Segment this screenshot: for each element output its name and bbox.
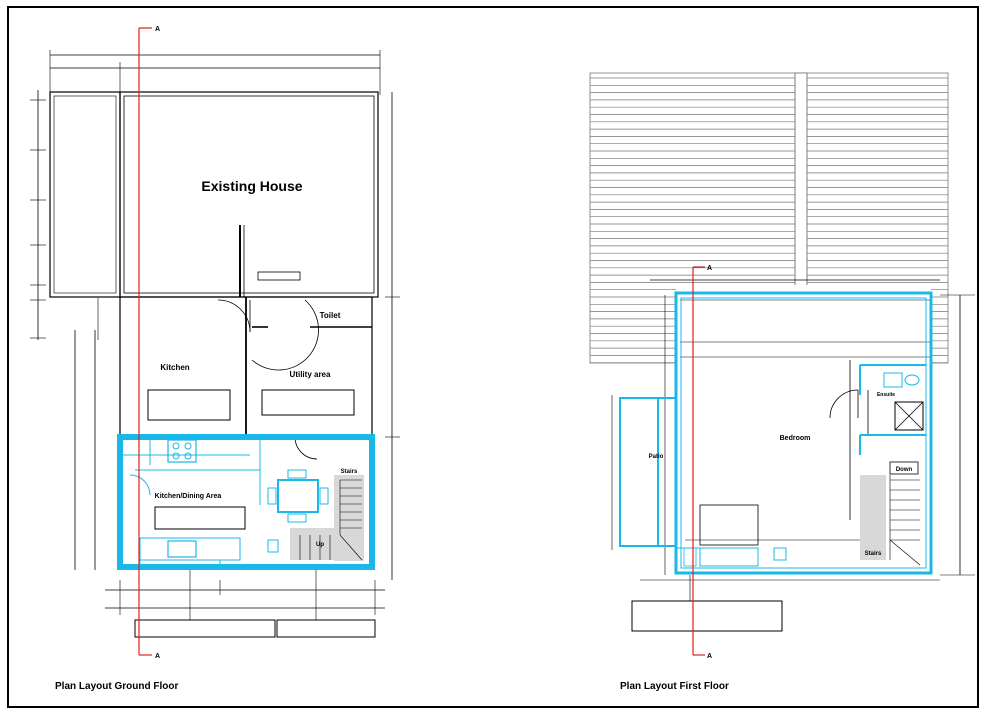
room-label-patio: Patio	[649, 454, 664, 460]
ground-floor-labels: Existing House Kitchen Utility area Toil…	[55, 178, 358, 692]
ground-floor-section-line: A A	[138, 26, 160, 660]
room-label-down: Down	[896, 467, 913, 473]
room-label-utility: Utility area	[290, 370, 331, 379]
sheet-border	[7, 6, 979, 708]
room-label-gf-stairs: Stairs	[341, 469, 358, 475]
room-label-bedroom: Bedroom	[780, 435, 811, 442]
first-floor-labels: Bedroom Patio Down Stairs Ensuite Plan L…	[620, 392, 912, 692]
section-marker-top: A	[155, 26, 160, 33]
ground-floor-plan	[30, 50, 400, 638]
room-label-kitchen: Kitchen	[160, 363, 189, 372]
first-floor-title: Plan Layout First Floor	[620, 681, 729, 692]
section-marker-bottom: A	[155, 653, 160, 660]
first-floor-section-line: A A	[692, 265, 712, 660]
room-label-kitchen-dining: Kitchen/Dining Area	[155, 493, 222, 500]
first-floor-plan	[611, 279, 975, 632]
ground-floor-stairs	[290, 475, 364, 561]
first-floor-walls	[619, 291, 933, 575]
ff-section-marker-bottom: A	[707, 653, 712, 660]
first-floor-stairs	[860, 461, 921, 566]
room-label-ensuite: Ensuite	[877, 392, 895, 398]
ground-floor-extension	[117, 434, 375, 570]
ff-section-marker-top: A	[707, 265, 712, 272]
room-label-ff-stairs: Stairs	[865, 551, 882, 557]
room-label-existing-house: Existing House	[201, 178, 302, 194]
room-label-gf-up: Up	[316, 542, 324, 548]
ground-floor-title: Plan Layout Ground Floor	[55, 681, 178, 692]
room-label-toilet: Toilet	[320, 311, 341, 320]
